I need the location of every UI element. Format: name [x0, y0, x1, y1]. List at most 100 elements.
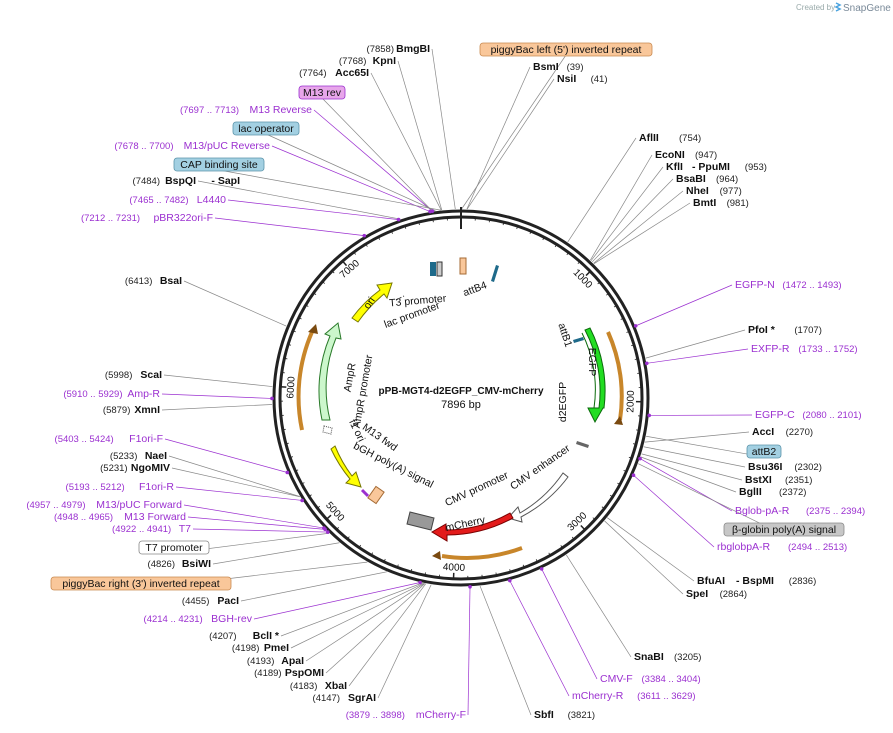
feature-label: EGFP — [586, 348, 598, 377]
enzyme-site: SpeI (2864) — [686, 588, 747, 600]
enzyme-name: BsiWI — [182, 558, 211, 570]
primer-site: F1ori-F(5403 .. 5424) — [55, 433, 290, 475]
callout-leader — [646, 435, 765, 458]
feature-label: CMV enhancer — [508, 442, 573, 492]
tick-mark — [597, 281, 601, 285]
enzyme-position: (2270) — [786, 427, 813, 438]
primer-marker — [468, 584, 472, 589]
callout-leader — [265, 133, 436, 212]
tick-mark — [542, 237, 545, 241]
enzyme-name: NheI — [686, 185, 709, 197]
primer-site: rbglobpA-R(2494 .. 2513) — [631, 473, 847, 553]
enzyme-site: BmgBI(7858) — [367, 43, 431, 55]
primer-name: M13/pUC Reverse — [184, 140, 271, 152]
tick-mark — [516, 225, 519, 230]
enzyme-name: Acc65I — [335, 67, 369, 79]
enzyme-position: (964) — [716, 174, 738, 185]
enzyme-position: (3205) — [674, 652, 701, 663]
primer-marker — [647, 413, 651, 418]
primer-marker — [300, 498, 304, 503]
leader-line — [567, 137, 637, 243]
callout-leader — [461, 54, 567, 210]
leader-line — [163, 374, 273, 387]
plasmid-name: pPB-MGT4-d2EGFP_CMV-mCherry — [378, 386, 543, 397]
feature-callout: lac operator — [232, 121, 300, 136]
enzyme-position: (4189) — [254, 668, 281, 679]
feature-callout: M13 rev — [298, 85, 346, 100]
enzyme-site: - BspMI(2836) — [736, 575, 816, 587]
enzyme-name: SpeI — [686, 588, 708, 600]
leader-line — [183, 504, 324, 529]
enzyme-name: BspQI — [165, 175, 196, 187]
enzyme-name: PmeI — [264, 642, 289, 654]
callout-label: T7 promoter — [145, 542, 203, 554]
tick-mark — [502, 222, 505, 226]
enzyme-name: ApaI — [281, 655, 304, 667]
enzyme-name: NgoMIV — [131, 462, 170, 474]
enzyme-site: PacI(4455) — [182, 595, 239, 607]
enzyme-site: BglII(2372) — [739, 486, 806, 498]
tick-mark — [295, 469, 299, 472]
leader-line — [370, 72, 442, 211]
tick-mark — [632, 443, 637, 445]
primer-position: (7212 .. 7231) — [81, 213, 140, 224]
enzyme-position: (4147) — [313, 693, 340, 704]
enzyme-name: SbfI — [534, 709, 554, 721]
feature-orange-left — [296, 331, 314, 431]
enzyme-site: PspOMI(4189) — [254, 667, 324, 679]
enzyme-position: (754) — [679, 133, 701, 144]
feature-mcherry-arrow — [431, 512, 514, 542]
callout-leader — [218, 169, 441, 211]
tick-mark — [585, 270, 591, 277]
primer-name: F1ori-F — [129, 433, 163, 445]
tick-mark — [577, 261, 581, 264]
tick-mark — [301, 482, 305, 485]
tick-mark — [617, 482, 621, 485]
leader-line — [253, 582, 421, 620]
feature-orange-right-head — [614, 416, 623, 425]
leader-line — [214, 217, 365, 236]
tick-mark — [418, 221, 420, 226]
callout-box — [298, 85, 346, 100]
primer-site: CMV-F(3384 .. 3404) — [539, 567, 701, 685]
enzyme-position: (4207) — [209, 631, 236, 642]
primer-position: (5193 .. 5212) — [66, 482, 125, 493]
enzyme-name: Bsu36I — [748, 461, 783, 473]
enzyme-position: (5231) — [100, 463, 127, 474]
leader-line — [187, 516, 326, 530]
enzyme-site: NheI(977) — [686, 185, 742, 197]
enzyme-site: BclI * (4207) — [209, 630, 280, 642]
leader-line — [641, 453, 743, 481]
primer-name: EXFP-R — [751, 343, 790, 355]
enzyme-position: (2864) — [720, 589, 747, 600]
snapgene-logo-icon — [834, 2, 842, 12]
enzyme-site: XmnI(5879) — [103, 404, 160, 416]
enzyme-name: KpnI — [373, 55, 396, 67]
enzyme-name: BclI * — [253, 630, 280, 642]
leader-line — [325, 583, 426, 674]
leader-line — [348, 583, 427, 687]
primer-name: mCherry-F — [416, 709, 466, 721]
enzyme-name: AccI — [752, 426, 774, 438]
primer-position: (4957 .. 4979) — [26, 500, 85, 511]
enzyme-site: NaeI(5233) — [110, 450, 167, 462]
enzyme-site: XbaI(4183) — [290, 680, 347, 692]
enzyme-site: NsiI (41) — [557, 73, 608, 85]
enzyme-name: XbaI — [325, 680, 347, 692]
callout-label: piggyBac left (5') inverted repeat — [491, 44, 642, 56]
enzyme-position: (41) — [591, 74, 608, 85]
leader-line — [643, 446, 746, 468]
tick-mark — [495, 572, 497, 576]
tick-mark — [353, 251, 356, 255]
tick-mark — [592, 517, 596, 520]
enzyme-name: NsiI — [557, 73, 576, 85]
feature-orange-bottom-head — [432, 551, 441, 560]
tick-mark — [313, 292, 317, 296]
enzyme-site: BsmI(39) — [533, 61, 584, 73]
enzyme-name: - PpuMI — [692, 161, 730, 173]
leader-line — [479, 585, 532, 716]
feature-label: T3 promoter — [389, 292, 448, 309]
enzyme-site: SnaBI(3205) — [634, 651, 701, 663]
enzyme-site: ScaI(5998) — [105, 369, 162, 381]
